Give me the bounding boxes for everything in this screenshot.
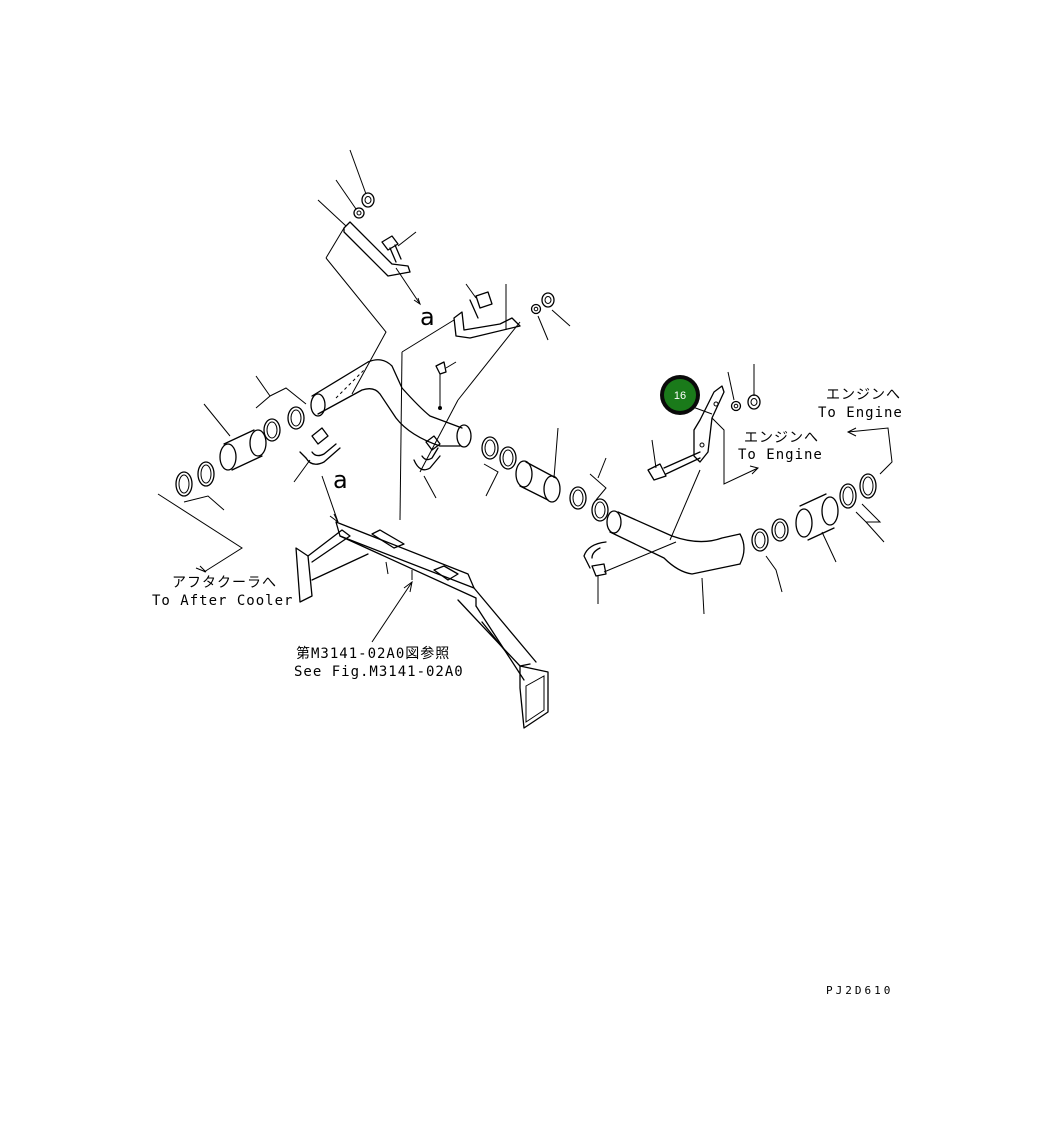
u-bolt-left xyxy=(299,427,341,465)
label-aftercooler-en: To After Cooler xyxy=(152,593,293,609)
clamp-center-left xyxy=(481,436,517,470)
label-engine-top-en: To Engine xyxy=(818,405,903,421)
label-engine-top-jp: エンジンへ xyxy=(826,387,901,403)
clamp-right-inner xyxy=(751,518,789,552)
hose-center xyxy=(515,460,561,503)
clamp-left-lower xyxy=(175,461,215,497)
elbow-tube-right xyxy=(609,511,741,575)
label-see-fig-jp: 第M3141-02A0図参照 xyxy=(296,645,450,662)
nut-mid xyxy=(541,292,555,308)
washer-mid xyxy=(530,303,542,315)
callout-number: 16 xyxy=(674,390,686,402)
right-tube-group xyxy=(583,473,885,615)
nut-right xyxy=(747,394,761,410)
nut-top xyxy=(361,192,375,208)
reference-a-top: a xyxy=(420,303,435,331)
clamp-right-outer xyxy=(839,473,877,509)
bracket-top xyxy=(343,221,411,277)
drawing-code: PJ2D610 xyxy=(826,984,893,997)
label-aftercooler-jp: アフタクーラへ xyxy=(172,575,277,591)
right-bracket-assembly xyxy=(647,364,761,541)
hose-left-upper xyxy=(219,429,267,471)
u-bolt-right xyxy=(583,541,607,577)
clamp-left-upper xyxy=(263,406,305,442)
bracket-mid xyxy=(453,311,521,339)
top-bracket-assembly xyxy=(317,149,421,395)
center-tube-group xyxy=(413,361,609,522)
label-engine-mid-en: To Engine xyxy=(738,447,823,463)
reference-a-bottom: a xyxy=(333,466,348,494)
support-frame xyxy=(295,521,549,729)
label-see-fig-en: See Fig.M3141-02A0 xyxy=(294,664,464,680)
clamp-center-right xyxy=(569,486,609,522)
label-engine-mid-jp: エンジンへ xyxy=(744,430,819,446)
washer-top xyxy=(353,207,365,219)
bolt-mid xyxy=(469,291,493,319)
callout-16[interactable]: 16 xyxy=(660,375,700,415)
bolt-top xyxy=(381,235,402,263)
u-bolt-center xyxy=(413,435,441,471)
washer-right xyxy=(730,400,742,412)
middle-bracket-assembly xyxy=(399,283,571,521)
left-tube-group xyxy=(157,359,472,573)
hose-right xyxy=(795,493,839,541)
